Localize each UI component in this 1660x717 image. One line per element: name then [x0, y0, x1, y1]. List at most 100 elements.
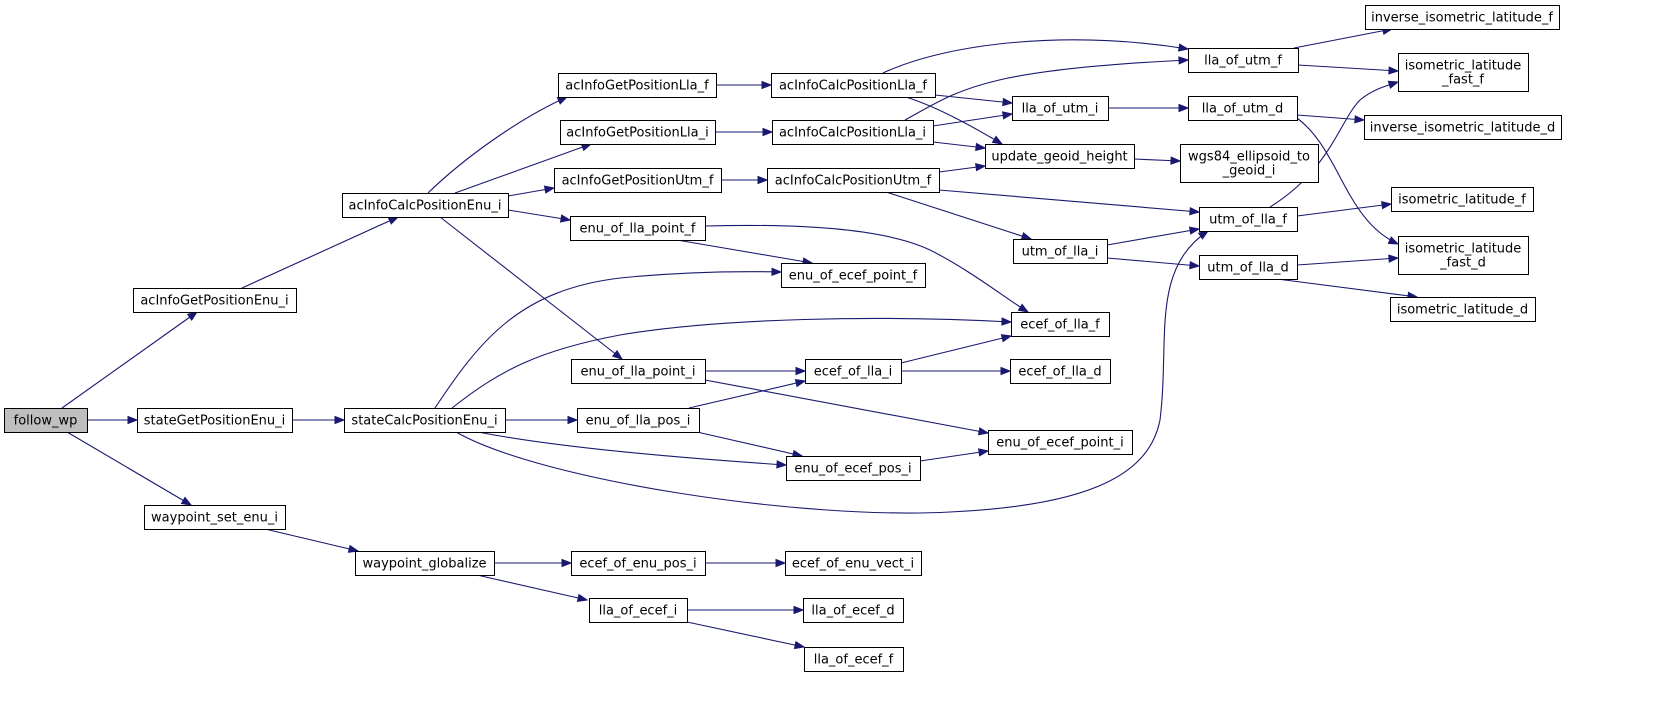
node-box[interactable]: [772, 120, 934, 145]
node-box[interactable]: [1012, 96, 1109, 121]
edge-line: [1296, 257, 1399, 266]
node-box[interactable]: [803, 598, 904, 623]
node-box[interactable]: [805, 359, 902, 384]
node-isometric-latitude-fast-f[interactable]: isometric_latitude_fast_f: [1398, 53, 1529, 92]
node-box[interactable]: [1364, 115, 1562, 140]
node-box[interactable]: [571, 551, 706, 576]
node-utm-of-lla-f[interactable]: utm_of_lla_f: [1199, 207, 1298, 232]
node-utm-of-lla-i[interactable]: utm_of_lla_i: [1013, 239, 1108, 264]
node-box[interactable]: [1011, 312, 1110, 337]
edge-enu-of-ecef-pos-i-to-enu-of-ecef-point-i: [919, 448, 990, 462]
node-box[interactable]: [1365, 5, 1560, 30]
node-box[interactable]: [1188, 48, 1299, 73]
node-isometric-latitude-d[interactable]: isometric_latitude_d: [1390, 297, 1536, 322]
node-follow-wp[interactable]: follow_wp: [4, 408, 88, 433]
node-stategetpositionenu-i[interactable]: stateGetPositionEnu_i: [137, 408, 293, 433]
node-ecef-of-lla-d[interactable]: ecef_of_lla_d: [1010, 359, 1111, 384]
node-utm-of-lla-d[interactable]: utm_of_lla_d: [1199, 255, 1298, 280]
node-box[interactable]: [1010, 359, 1111, 384]
node-box[interactable]: [1398, 53, 1529, 92]
node-box[interactable]: [988, 430, 1133, 455]
node-box[interactable]: [571, 359, 706, 384]
node-acinfocalcpositionutm-f[interactable]: acInfoCalcPositionUtm_f: [767, 168, 940, 193]
node-box[interactable]: [786, 456, 921, 481]
node-ecef-of-lla-f[interactable]: ecef_of_lla_f: [1011, 312, 1110, 337]
node-label: update_geoid_height: [991, 150, 1127, 165]
arrowhead-icon: [975, 163, 987, 172]
node-box[interactable]: [1180, 144, 1319, 183]
node-box[interactable]: [1199, 207, 1298, 232]
arrowhead-icon: [127, 415, 139, 425]
node-box[interactable]: [133, 288, 297, 313]
node-box[interactable]: [570, 216, 706, 241]
node-isometric-latitude-fast-d[interactable]: isometric_latitude_fast_d: [1398, 236, 1529, 275]
node-statecalcpositionenu-i[interactable]: stateCalcPositionEnu_i: [344, 408, 506, 433]
node-wgs84-ellipsoid-to-geoid-i[interactable]: wgs84_ellipsoid_to_geoid_i: [1180, 144, 1319, 183]
node-box[interactable]: [342, 193, 509, 218]
node-ecef-of-lla-i[interactable]: ecef_of_lla_i: [805, 359, 902, 384]
node-box[interactable]: [781, 263, 926, 288]
edge-acinfocalcpositionutm-f-to-utm-of-lla-i: [885, 191, 1033, 241]
arrowhead-icon: [1189, 206, 1201, 216]
node-isometric-latitude-f[interactable]: isometric_latitude_f: [1391, 187, 1534, 212]
node-lla-of-utm-d[interactable]: lla_of_utm_d: [1188, 96, 1298, 121]
node-enu-of-lla-point-i[interactable]: enu_of_lla_point_i: [571, 359, 706, 384]
node-lla-of-ecef-d[interactable]: lla_of_ecef_d: [803, 598, 904, 623]
node-box[interactable]: [144, 505, 286, 530]
node-box[interactable]: [985, 144, 1135, 169]
node-label: utm_of_lla_f: [1209, 213, 1287, 228]
node-acinfogetpositionlla-f[interactable]: acInfoGetPositionLla_f: [558, 73, 717, 98]
node-lla-of-ecef-i[interactable]: lla_of_ecef_i: [589, 598, 688, 623]
node-inverse-isometric-latitude-f[interactable]: inverse_isometric_latitude_f: [1365, 5, 1560, 30]
node-update-geoid-height[interactable]: update_geoid_height: [985, 144, 1135, 169]
node-box[interactable]: [558, 73, 717, 98]
node-box[interactable]: [589, 598, 688, 623]
node-enu-of-lla-point-f[interactable]: enu_of_lla_point_f: [570, 216, 706, 241]
node-enu-of-ecef-pos-i[interactable]: enu_of_ecef_pos_i: [786, 456, 921, 481]
node-box[interactable]: [577, 408, 700, 433]
node-box[interactable]: [1188, 96, 1298, 121]
edge-ecef-of-lla-i-to-ecef-of-lla-d: [901, 366, 1012, 376]
node-box[interactable]: [771, 73, 936, 98]
edge-ecef-of-enu-pos-i-to-ecef-of-enu-vect-i: [705, 558, 787, 568]
node-label: lla_of_ecef_d: [811, 604, 894, 619]
node-box[interactable]: [1391, 187, 1534, 212]
node-box[interactable]: [4, 408, 88, 433]
node-inverse-isometric-latitude-d[interactable]: inverse_isometric_latitude_d: [1364, 115, 1562, 140]
node-lla-of-utm-f[interactable]: lla_of_utm_f: [1188, 48, 1299, 73]
node-enu-of-ecef-point-f[interactable]: enu_of_ecef_point_f: [781, 263, 926, 288]
node-label: isometric_latitude: [1405, 242, 1522, 257]
node-box[interactable]: [1199, 255, 1298, 280]
node-waypoint-globalize[interactable]: waypoint_globalize: [355, 551, 495, 576]
node-ecef-of-enu-pos-i[interactable]: ecef_of_enu_pos_i: [571, 551, 706, 576]
node-box[interactable]: [767, 168, 940, 193]
node-box[interactable]: [355, 551, 495, 576]
node-box[interactable]: [1390, 297, 1536, 322]
edge-acinfogetpositionutm-f-to-acinfocalcpositionutm-f: [721, 175, 769, 185]
node-acinfogetpositionutm-f[interactable]: acInfoGetPositionUtm_f: [554, 168, 722, 193]
node-box[interactable]: [785, 551, 922, 576]
node-acinfogetpositionlla-i[interactable]: acInfoGetPositionLla_i: [560, 120, 716, 145]
node-acinfogetpositionenu-i[interactable]: acInfoGetPositionEnu_i: [133, 288, 297, 313]
node-box[interactable]: [137, 408, 293, 433]
edge-acinfocalcpositionlla-i-to-update-geoid-height: [932, 141, 987, 152]
node-acinfocalcpositionlla-i[interactable]: acInfoCalcPositionLla_i: [772, 120, 934, 145]
node-lla-of-utm-i[interactable]: lla_of_utm_i: [1012, 96, 1109, 121]
node-box[interactable]: [1398, 236, 1529, 275]
arrowhead-icon: [762, 127, 774, 137]
node-lla-of-ecef-f[interactable]: lla_of_ecef_f: [804, 647, 904, 672]
node-box[interactable]: [554, 168, 722, 193]
node-box[interactable]: [804, 647, 904, 672]
node-box[interactable]: [1013, 239, 1108, 264]
node-acinfocalcpositionenu-i[interactable]: acInfoCalcPositionEnu_i: [342, 193, 509, 218]
node-enu-of-ecef-point-i[interactable]: enu_of_ecef_point_i: [988, 430, 1133, 455]
arrowhead-icon: [543, 185, 556, 194]
edge-enu-of-lla-pos-i-to-enu-of-ecef-pos-i: [696, 431, 804, 459]
node-ecef-of-enu-vect-i[interactable]: ecef_of_enu_vect_i: [785, 551, 922, 576]
node-label: ecef_of_lla_f: [1020, 318, 1100, 333]
node-waypoint-set-enu-i[interactable]: waypoint_set_enu_i: [144, 505, 286, 530]
node-enu-of-lla-pos-i[interactable]: enu_of_lla_pos_i: [577, 408, 700, 433]
node-acinfocalcpositionlla-f[interactable]: acInfoCalcPositionLla_f: [771, 73, 936, 98]
node-box[interactable]: [560, 120, 716, 145]
node-box[interactable]: [344, 408, 506, 433]
